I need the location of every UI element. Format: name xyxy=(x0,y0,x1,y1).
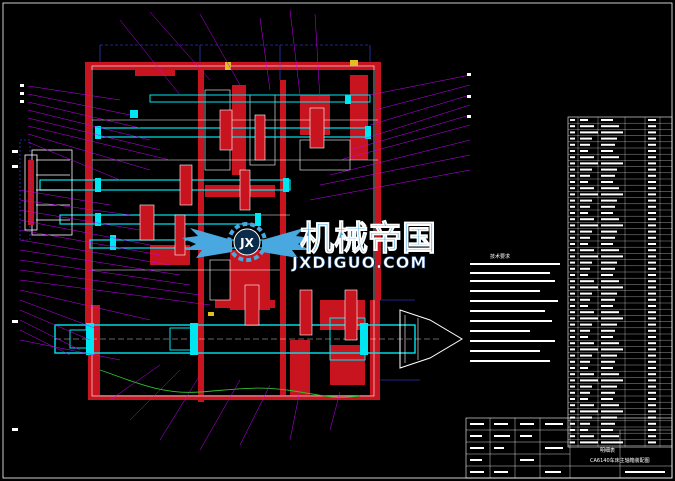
title-block-name: CA6140车床主轴箱装配图 xyxy=(590,457,650,464)
callout-markers-right xyxy=(467,73,471,118)
parts-list: 明细表 xyxy=(567,116,673,454)
title-block: CA6140车床主轴箱装配图 xyxy=(465,417,673,479)
wing-right-icon xyxy=(262,228,312,258)
parts-list-header: 明细表 xyxy=(600,447,615,454)
gears xyxy=(139,107,358,341)
leader-lines-top xyxy=(119,9,321,101)
leader-lines-left xyxy=(19,85,211,361)
belt-pulley xyxy=(24,149,73,236)
callout-markers-left xyxy=(12,84,24,431)
watermark-subtitle: JXDIGUO.COM xyxy=(291,253,427,272)
reference-lines xyxy=(19,44,420,381)
leader-lines-bottom xyxy=(109,364,341,451)
technical-requirements: 技术要求 xyxy=(470,253,560,362)
leader-lines-right xyxy=(309,74,471,201)
shaft-5 xyxy=(149,94,371,103)
shaft-2 xyxy=(39,179,291,191)
gear-icon xyxy=(227,222,267,262)
logo-letters: JX xyxy=(239,236,254,250)
bearings xyxy=(86,95,371,355)
yellow-accents xyxy=(208,60,358,316)
oil-line xyxy=(99,369,361,398)
wing-left-icon xyxy=(182,228,232,258)
watermark: JX 机械帝国 JXDIGUO.COM xyxy=(182,219,436,272)
watermark-title: 机械帝国 xyxy=(300,219,436,259)
spindle-nose xyxy=(399,309,463,369)
tech-req-title: 技术要求 xyxy=(490,253,510,260)
